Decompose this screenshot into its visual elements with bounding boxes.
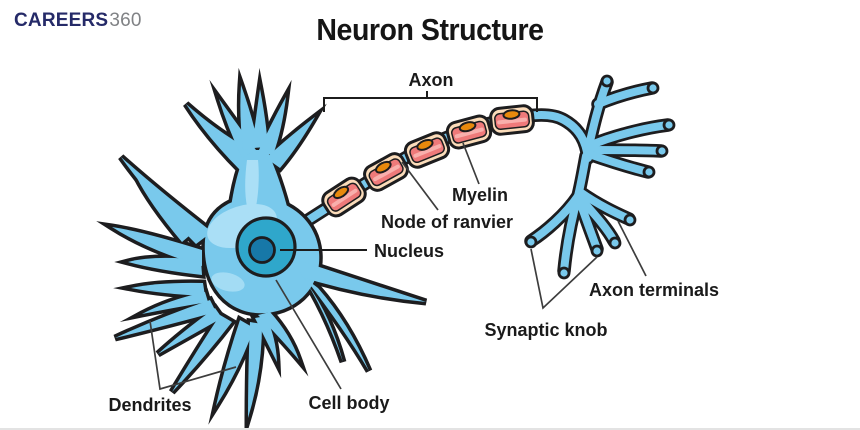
logo-suffix-text: 360 xyxy=(109,10,142,31)
page-title: Neuron Structure xyxy=(316,12,544,47)
axon-bracket xyxy=(323,91,538,112)
label-cell-body: Cell body xyxy=(308,393,389,413)
synaptic-knob-shape xyxy=(642,165,656,179)
myelin-segment xyxy=(445,114,493,150)
synaptic-knob-shape xyxy=(590,244,604,258)
synaptic-knob-shape xyxy=(655,144,669,158)
synaptic-knob-shape xyxy=(646,81,660,95)
label-axon: Axon xyxy=(409,70,454,90)
synaptic-knob-shape xyxy=(524,235,538,249)
leader-line-axon-terminals xyxy=(617,220,647,277)
myelin-segment xyxy=(321,176,367,218)
synaptic-knobs xyxy=(524,74,676,280)
leader-line-synaptic-knob xyxy=(530,248,598,310)
synaptic-knob-shape xyxy=(662,118,676,132)
label-dendrites: Dendrites xyxy=(108,395,191,415)
schwann-cell-nucleus xyxy=(458,121,477,133)
label-synaptic-knob: Synaptic knob xyxy=(484,320,607,340)
logo-brand-text: CAREERS xyxy=(14,10,109,31)
label-node-of-ranvier: Node of ranvier xyxy=(381,212,513,232)
schwann-cell-nucleus xyxy=(502,109,521,120)
synaptic-knob-shape xyxy=(623,213,637,227)
leader-line-dendrites xyxy=(149,320,237,391)
schwann-cell-nucleus xyxy=(332,185,350,199)
label-nucleus: Nucleus xyxy=(374,241,444,261)
label-myelin: Myelin xyxy=(452,185,508,205)
myelin-segment xyxy=(403,131,451,169)
myelin-segment xyxy=(363,152,409,192)
myelin-sheath xyxy=(321,104,535,218)
myelin-segment xyxy=(489,104,535,136)
synaptic-knob-shape xyxy=(608,236,622,250)
leader-line-node xyxy=(401,161,439,211)
label-axon-terminals: Axon terminals xyxy=(589,280,719,300)
leader-line-cell-body xyxy=(275,279,342,390)
synaptic-knob-shape xyxy=(600,74,614,88)
careers360-logo: CAREERS360 xyxy=(14,10,142,32)
schwann-cell-nucleus xyxy=(375,160,392,174)
nucleolus-shape xyxy=(248,236,276,264)
schwann-cell-nucleus xyxy=(416,138,434,151)
synaptic-knob-shape xyxy=(557,266,571,280)
leader-lines xyxy=(149,91,647,391)
leader-line-myelin xyxy=(462,142,480,185)
